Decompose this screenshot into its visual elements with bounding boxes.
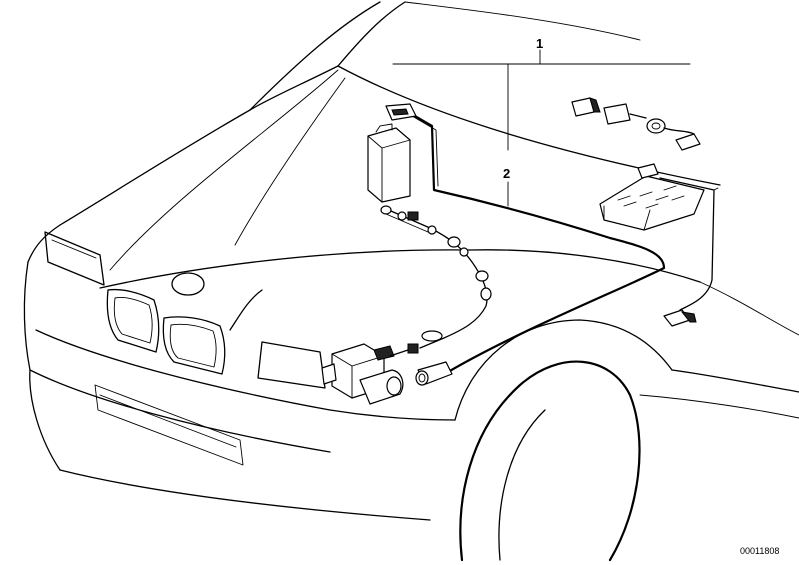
drawing-number: 00011808	[740, 546, 779, 556]
cable-grommets	[380, 205, 492, 342]
elbow-connector	[415, 361, 453, 386]
relay-connectors	[571, 97, 701, 151]
harness-connector-top	[385, 103, 417, 121]
wiring-harness	[383, 110, 719, 374]
side-connector	[663, 309, 697, 327]
callout-2: 2	[503, 166, 510, 181]
hydraulic-unit	[321, 343, 419, 405]
callout-1: 1	[536, 36, 543, 51]
car-body	[23, 1, 799, 562]
electronic-control-unit	[599, 163, 705, 231]
callout-leaders	[392, 49, 691, 207]
control-module-box	[367, 123, 411, 203]
